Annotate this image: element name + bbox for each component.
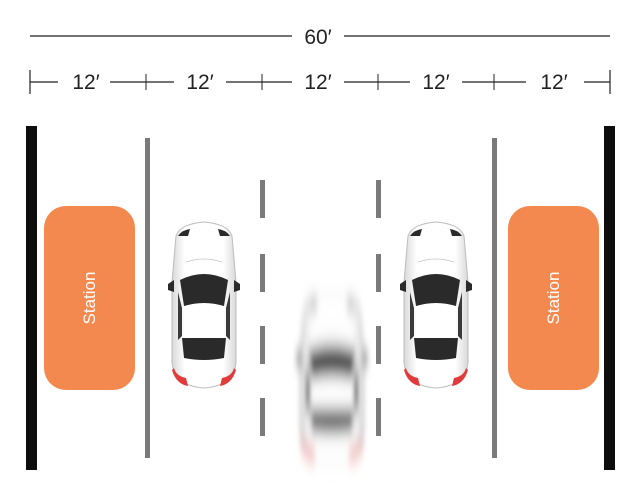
left-lane-line [145, 138, 150, 458]
left-dashed-lane-line [260, 180, 265, 436]
right-parked-car-icon [399, 221, 473, 389]
right-curb [604, 126, 615, 470]
lane-4-width-label: 12′ [422, 71, 449, 94]
left-station-label: Station [80, 272, 99, 325]
lane-2-width-label: 12′ [186, 71, 213, 94]
left-curb [26, 126, 37, 470]
moving-car-icon [295, 293, 369, 461]
right-station-label: Station [544, 272, 563, 325]
lane-3-width-label: 12′ [304, 71, 331, 94]
lane-width-dimensions: 12′ 12′ 12′ 12′ 12′ [29, 70, 611, 94]
total-width-dimension: 60′ [30, 26, 610, 49]
right-lane-line [492, 138, 497, 458]
left-parked-car-icon [167, 221, 241, 389]
right-station: Station [508, 206, 599, 390]
lane-1-width-label: 12′ [72, 71, 99, 94]
right-dashed-lane-line [376, 180, 381, 436]
lane-5-width-label: 12′ [540, 71, 567, 94]
total-width-label: 60′ [304, 26, 331, 49]
left-station: Station [44, 206, 135, 390]
